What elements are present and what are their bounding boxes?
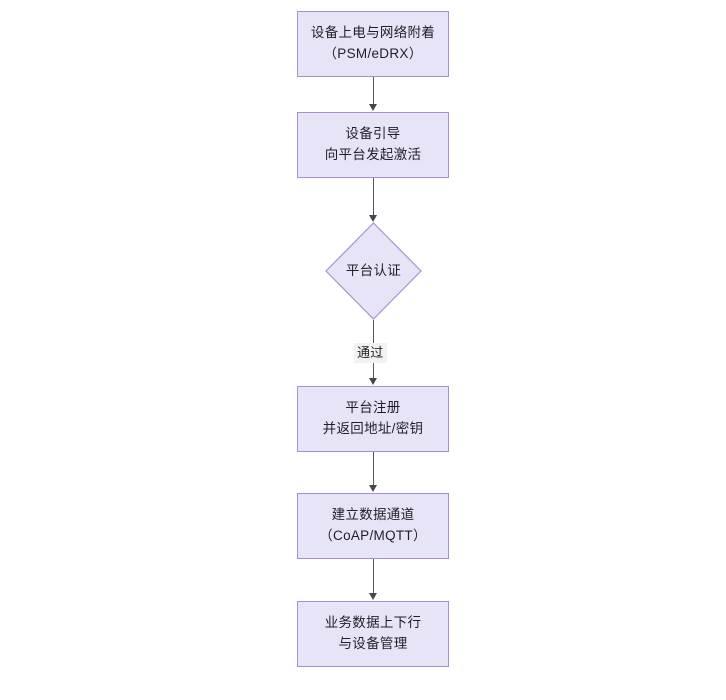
connector-data-channel-to-service-data <box>373 559 374 594</box>
node-text-line: 设备引导 <box>345 126 401 142</box>
node-text-line: 业务数据上下行 <box>324 615 422 631</box>
flow-node-platform-register[interactable]: 平台注册 并返回地址/密钥 <box>297 386 449 452</box>
node-text-line: 平台认证 <box>345 262 402 278</box>
flow-node-power-on[interactable]: 设备上电与网络附着 （PSM/eDRX） <box>297 11 449 77</box>
edge-label-pass: 通过 <box>354 343 387 364</box>
connector-register-to-data-channel <box>373 452 374 486</box>
node-text-line: 与设备管理 <box>338 636 408 651</box>
flow-node-service-data[interactable]: 业务数据上下行 与设备管理 <box>297 601 449 667</box>
node-text-line: 建立数据通道 <box>331 507 415 523</box>
node-text-line: 并返回地址/密钥 <box>322 421 424 436</box>
flow-node-bootstrap[interactable]: 设备引导 向平台发起激活 <box>297 112 449 178</box>
connector-bootstrap-to-platform-auth <box>373 178 374 216</box>
arrowhead-icon <box>368 485 377 492</box>
arrowhead-icon <box>368 104 377 111</box>
flow-node-platform-auth[interactable]: 平台认证 <box>325 222 422 320</box>
arrowhead-icon <box>368 593 377 600</box>
node-text-line: 平台注册 <box>345 400 401 416</box>
flow-node-data-channel[interactable]: 建立数据通道 （CoAP/MQTT） <box>297 493 449 559</box>
arrowhead-icon <box>368 215 377 222</box>
node-text-line: （CoAP/MQTT） <box>319 528 427 543</box>
node-text-line: （PSM/eDRX） <box>323 46 423 61</box>
arrowhead-icon <box>368 378 377 385</box>
connector-power-on-to-bootstrap <box>373 77 374 105</box>
node-text-line: 设备上电与网络附着 <box>310 25 436 41</box>
diamond-shape-icon <box>325 222 422 320</box>
node-text-line: 向平台发起激活 <box>324 147 422 162</box>
